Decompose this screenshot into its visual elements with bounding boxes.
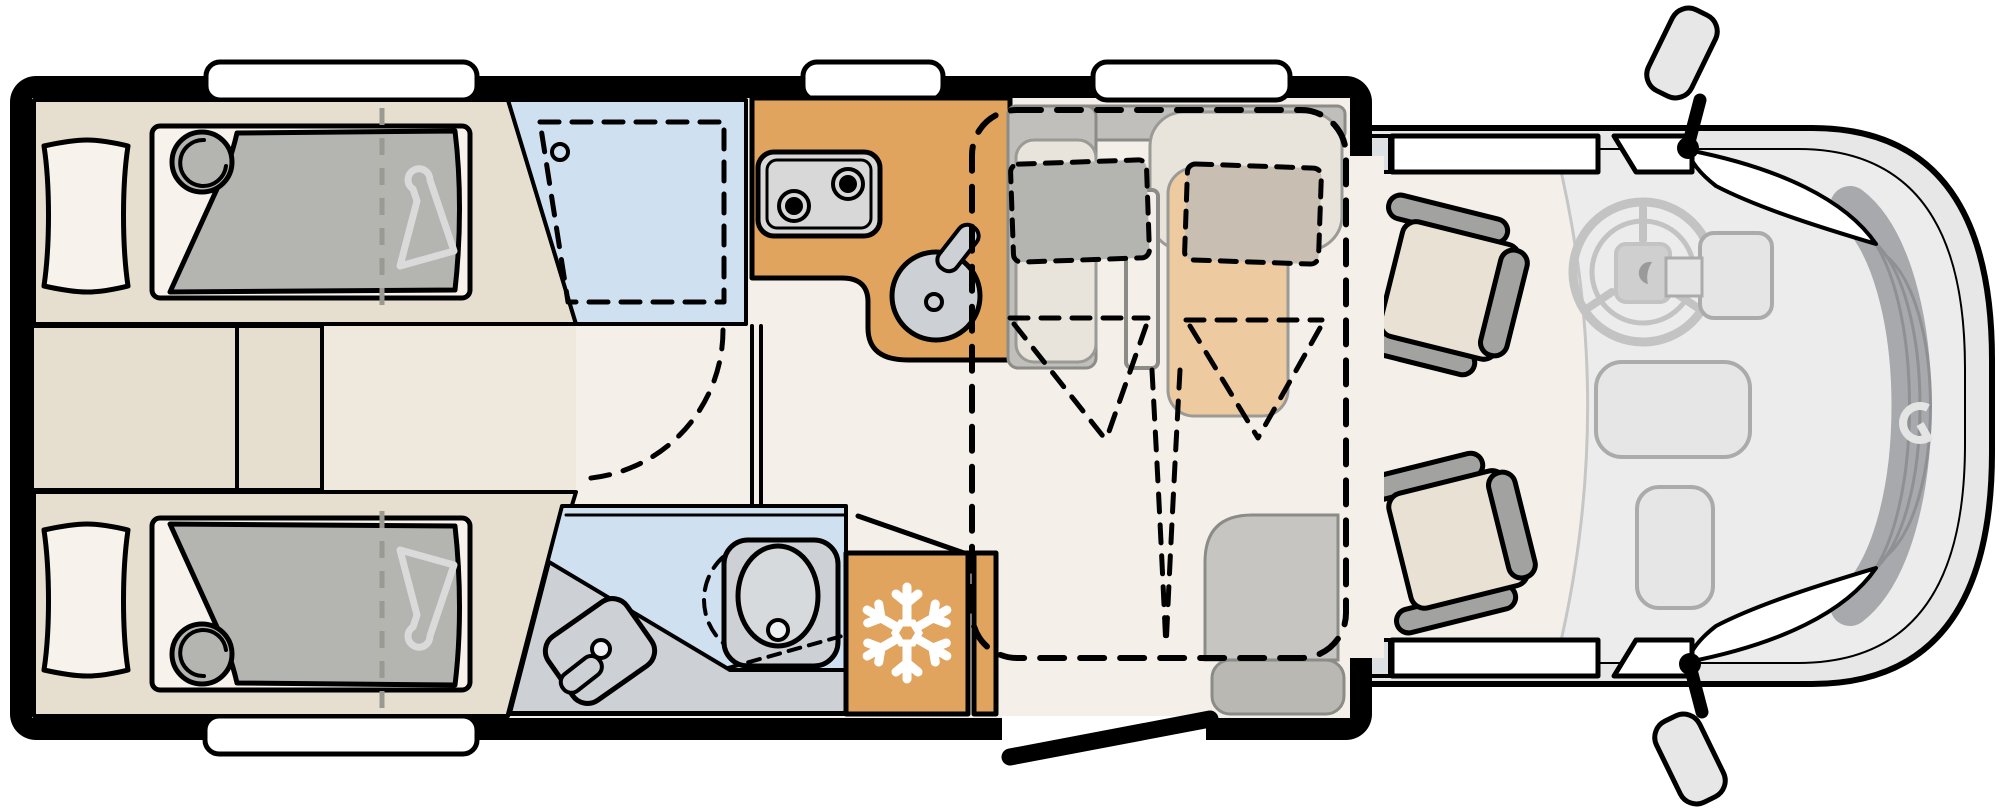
entry-step	[1210, 658, 1346, 716]
drain-circle	[550, 142, 570, 162]
window-rear-bottom	[202, 713, 480, 757]
cab	[1353, 5, 1995, 807]
washroom-door-leaf	[855, 513, 967, 556]
windshield-corner-bottom	[1686, 566, 1878, 664]
sideboard	[1203, 513, 1340, 662]
drop-bed-pillow-left	[1008, 157, 1152, 265]
cab-window-band-bottom	[1364, 637, 1695, 679]
corridor	[574, 324, 967, 556]
brand-emblem-icon	[1899, 402, 1934, 444]
kitchen	[749, 95, 1013, 363]
glove-box	[1635, 485, 1715, 610]
basin-faucet	[558, 653, 604, 695]
swivel-toilet-icon	[721, 537, 844, 670]
washbasin-icon	[542, 596, 658, 706]
clothes-hanger-icon	[396, 165, 458, 270]
snowflake-icon	[862, 582, 953, 679]
storage-steps	[30, 324, 324, 492]
shower-cubicle	[506, 98, 748, 326]
cab-window-band-top	[1364, 133, 1695, 175]
single-bed-top	[32, 98, 578, 326]
washroom	[506, 504, 848, 716]
pillow	[41, 137, 131, 295]
drop-bed-pillow-right	[1182, 161, 1324, 267]
single-bed-bottom	[34, 492, 576, 716]
center-console	[1594, 360, 1752, 459]
windshield-corner-top	[1686, 148, 1878, 246]
window-rear-top	[203, 59, 480, 103]
door-swing-dashed-arc	[574, 327, 726, 482]
kitchen-sink-icon	[889, 222, 983, 343]
passenger-swivel-seat	[1361, 450, 1538, 636]
side-mirror-top-icon	[1644, 5, 1720, 159]
instrument-panel	[1698, 231, 1774, 320]
shower-tray-dashed	[537, 119, 727, 305]
fridge	[843, 550, 999, 717]
windows	[202, 59, 1293, 757]
driver-swivel-seat	[1353, 192, 1530, 378]
window-kitchen-top	[800, 59, 946, 103]
entry-door-open	[1001, 710, 1219, 766]
drop-down-bed-dashed	[969, 107, 1349, 661]
side-mirror-bottom-icon	[1652, 653, 1728, 807]
two-burner-stove-icon	[755, 149, 883, 239]
window-dinette-top	[1090, 59, 1293, 103]
rear-bedroom	[30, 98, 578, 716]
dinette	[969, 104, 1349, 716]
